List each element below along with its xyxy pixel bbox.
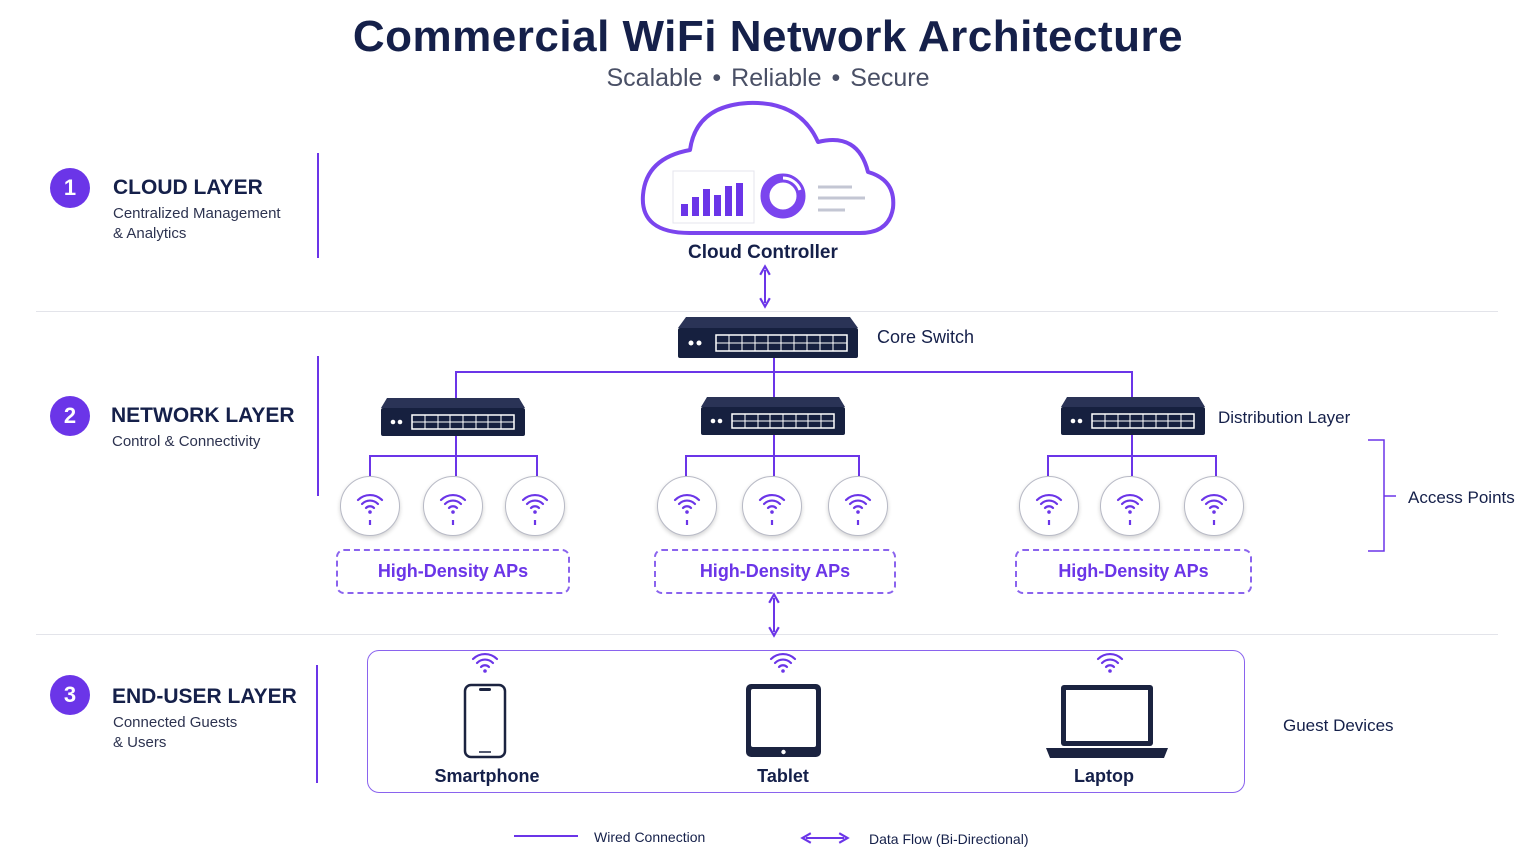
- layer-3-desc-line2: & Users: [113, 734, 167, 751]
- ap-wiring: [369, 435, 1217, 476]
- tablet-icon: [746, 684, 821, 757]
- layer-separator-1: [36, 311, 1498, 312]
- core-switch-icon: [678, 317, 858, 358]
- wifi-icon: [758, 493, 786, 525]
- subtitle-scalable: Scalable: [606, 64, 703, 92]
- layer-1-desc-line2: & Analytics: [113, 225, 187, 242]
- cloud-controller-label: Cloud Controller: [688, 242, 838, 263]
- laptop-icon: [1046, 685, 1168, 758]
- tablet-label: Tablet: [757, 766, 809, 786]
- wifi-icon: [439, 493, 467, 525]
- bar-chart-icon: [681, 183, 743, 216]
- layer-1-desc-line1: Centralized Management: [113, 205, 281, 222]
- page-subtitle: Scalable•Reliable•Secure: [606, 64, 930, 92]
- layer-2-divider: [317, 356, 319, 496]
- core-wiring: [455, 358, 1133, 398]
- layer-separator-2: [36, 634, 1498, 635]
- layer-1-badge: 1: [50, 168, 90, 208]
- wifi-icon: [1116, 493, 1144, 525]
- core-switch-label: Core Switch: [877, 327, 975, 347]
- access-point: [1100, 476, 1160, 536]
- access-point: [1184, 476, 1244, 536]
- subtitle-secure: Secure: [850, 64, 930, 92]
- layer-3-divider: [316, 665, 318, 783]
- layer-1-divider: [317, 153, 319, 258]
- access-point: [423, 476, 483, 536]
- ap-group-2: High-Density APs: [654, 549, 896, 594]
- ap-group-3: High-Density APs: [1015, 549, 1252, 594]
- layer-3-title: END-USER LAYER: [112, 685, 297, 708]
- cloud-dashboard: [672, 170, 865, 224]
- legend-flow-label: Data Flow (Bi-Directional): [869, 831, 1029, 847]
- layer-2-desc-line1: Control & Connectivity: [112, 433, 261, 450]
- layer-2-badge: 2: [50, 396, 90, 436]
- distribution-switch-1-icon: [380, 397, 526, 437]
- page-title: Commercial WiFi Network Architecture: [352, 12, 1184, 61]
- text-lines-icon: [818, 185, 865, 212]
- layer-1-title: CLOUD LAYER: [113, 176, 263, 199]
- distribution-switch-2-icon: [700, 396, 846, 436]
- access-point: [828, 476, 888, 536]
- access-points-label: Access Points: [1408, 488, 1515, 507]
- access-point: [1019, 476, 1079, 536]
- smartphone-label: Smartphone: [434, 766, 540, 786]
- wifi-icon: [673, 493, 701, 525]
- ap-group-1: High-Density APs: [336, 549, 570, 594]
- wifi-icon: [1035, 493, 1063, 525]
- donut-chart-icon: [760, 173, 806, 219]
- access-point: [742, 476, 802, 536]
- access-points-bracket: [1368, 439, 1385, 552]
- layer-3-badge: 3: [50, 675, 90, 715]
- access-point: [657, 476, 717, 536]
- guest-devices-box: [367, 650, 1245, 793]
- access-point: [340, 476, 400, 536]
- layer-3-desc-line1: Connected Guests: [113, 714, 238, 731]
- distribution-switch-3-icon: [1060, 396, 1206, 436]
- smartphone-icon: [463, 683, 507, 759]
- layer-2-title: NETWORK LAYER: [111, 404, 295, 427]
- legend-wired-label: Wired Connection: [594, 829, 706, 845]
- wifi-icon: [844, 493, 872, 525]
- wifi-icon: [521, 493, 549, 525]
- guest-devices-label: Guest Devices: [1283, 716, 1394, 735]
- access-point: [505, 476, 565, 536]
- subtitle-reliable: Reliable: [731, 64, 822, 92]
- wifi-icon: [356, 493, 384, 525]
- distribution-layer-label: Distribution Layer: [1218, 408, 1351, 427]
- laptop-label: Laptop: [1074, 766, 1134, 786]
- wifi-icon: [1200, 493, 1228, 525]
